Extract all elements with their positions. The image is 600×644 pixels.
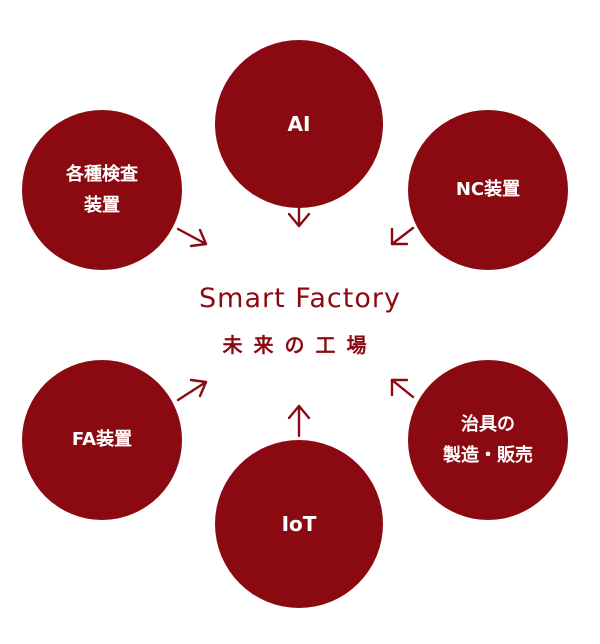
node-jig-manufacturing: 治具の 製造・販売 — [408, 360, 568, 520]
node-fa-device-label: FA装置 — [71, 429, 133, 451]
arrow-iot-to-center — [287, 404, 311, 438]
arrow-inspection-to-center — [176, 227, 208, 248]
node-inspection-device: 各種検査 装置 — [22, 110, 182, 270]
node-iot-label: IoT — [281, 511, 317, 536]
arrow-fa-to-center — [176, 378, 208, 402]
node-jig-line-1: 治具の — [461, 413, 515, 435]
node-ai: AI — [215, 40, 383, 208]
node-inspection-line-1: 各種検査 — [66, 163, 138, 185]
node-ai-label: AI — [287, 111, 311, 136]
node-iot: IoT — [215, 440, 383, 608]
node-nc-device-label: NC装置 — [455, 179, 521, 201]
arrow-jig-to-center — [390, 378, 415, 399]
center-subtitle: 未来の工場 — [222, 333, 378, 357]
center-title: Smart Factory — [199, 283, 401, 314]
node-nc-device: NC装置 — [408, 110, 568, 270]
node-fa-device: FA装置 — [22, 360, 182, 520]
arrow-nc-to-center — [390, 226, 415, 246]
node-inspection-line-2: 装置 — [84, 195, 120, 216]
node-jig-line-2: 製造・販売 — [443, 445, 533, 466]
